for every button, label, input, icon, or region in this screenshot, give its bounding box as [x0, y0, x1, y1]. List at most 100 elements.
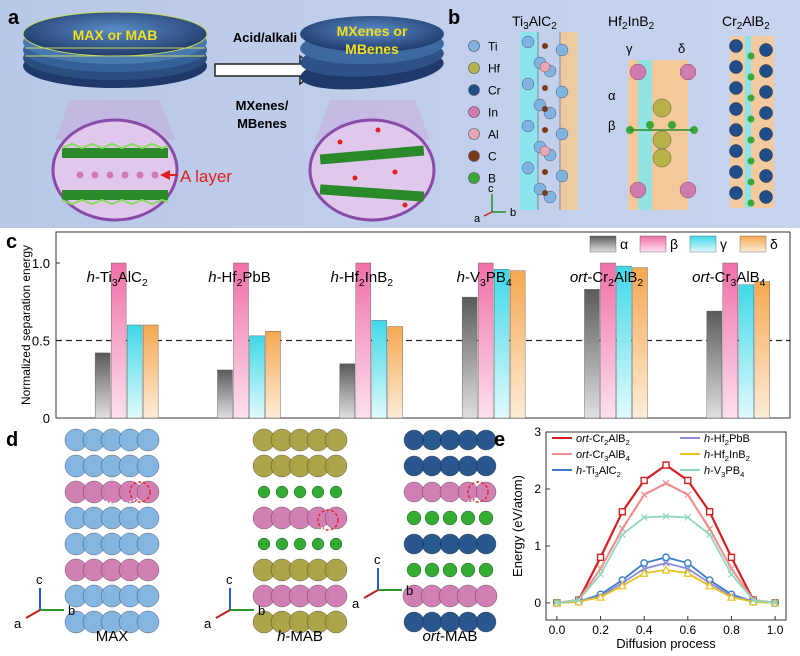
atom-sphere — [324, 428, 348, 452]
atom-sphere — [457, 455, 479, 477]
panel-c-letter: c — [6, 231, 17, 253]
legend-label-c: C — [488, 150, 497, 164]
data-point — [597, 570, 604, 578]
atom-sphere — [324, 558, 348, 582]
atom-c — [542, 85, 548, 91]
legend-label-b: B — [488, 172, 496, 186]
atom-sphere — [439, 429, 461, 451]
data-point — [662, 553, 670, 562]
atom-cr — [729, 144, 743, 158]
x-tick-label: 0.4 — [636, 623, 653, 637]
atom-sphere — [329, 537, 343, 551]
atom-sphere — [439, 481, 461, 503]
atom-sphere — [136, 454, 160, 478]
data-point — [618, 508, 627, 516]
atom-cr — [729, 165, 743, 179]
structure-label-hf2inb2: Hf2InB2 — [608, 13, 655, 32]
y-tick-label: 0.5 — [32, 334, 50, 349]
atom-ti — [521, 119, 535, 133]
atom-in — [629, 181, 647, 199]
mxene-flakes-illustration — [300, 16, 444, 90]
label-beta: β — [608, 118, 615, 133]
mxenes-label-line2: MBenes — [345, 41, 399, 57]
atom-cr — [759, 85, 773, 99]
atom-b — [747, 94, 755, 102]
axis-a — [215, 609, 231, 619]
atom-sphere — [475, 455, 497, 477]
axes-ti3alc2 — [483, 194, 506, 217]
data-point — [684, 491, 692, 499]
structure-type-label: MAX — [96, 628, 129, 645]
data-point — [639, 568, 649, 577]
atom-sphere — [439, 455, 461, 477]
bar-gamma — [249, 335, 265, 419]
atom-b — [747, 178, 755, 186]
atom-sphere — [136, 610, 160, 634]
label-delta: δ — [678, 41, 685, 56]
data-point — [683, 559, 692, 567]
atom-sphere — [421, 533, 443, 555]
legend-atom-b — [468, 172, 480, 184]
atom-sphere — [136, 558, 160, 582]
bar-delta — [265, 331, 281, 419]
bar-beta — [600, 262, 616, 419]
atom-cr — [729, 102, 743, 116]
bar-beta — [355, 262, 372, 419]
atom-sphere — [324, 610, 348, 634]
hf2inb2-atoms — [626, 63, 698, 199]
data-point — [617, 581, 627, 590]
axis-label-c: c — [488, 183, 494, 195]
atom-cr — [759, 64, 773, 78]
cr2alb2-atoms — [729, 39, 773, 207]
y-axis-label: Energy (eV/atom) — [510, 475, 525, 577]
atom-sphere — [475, 429, 497, 451]
panel-d-letter: d — [6, 429, 18, 451]
atom-in — [679, 63, 697, 81]
atom-sphere — [442, 510, 458, 526]
atom-sphere — [136, 480, 160, 504]
legend-label: h-Ti3AlC2 — [576, 465, 621, 479]
category-label: h-Hf2PbB — [208, 269, 271, 289]
mxenes-mbenes-line1: MXenes/ — [236, 98, 289, 113]
atom-sphere — [478, 562, 494, 578]
a-layer-arrowhead — [160, 170, 170, 180]
atom-sphere — [406, 562, 422, 578]
bar-alpha — [461, 296, 478, 419]
x-tick-label: 0.0 — [549, 623, 566, 637]
data-point — [662, 461, 670, 469]
structure-type-label: ort-MAB — [422, 628, 477, 645]
atom-b — [747, 199, 755, 207]
atom-sphere — [324, 506, 348, 530]
atom-ti — [521, 35, 535, 49]
bar-alpha — [706, 310, 723, 419]
mxenes-mbenes-line2: MBenes — [237, 116, 287, 131]
atom-cr — [729, 39, 743, 53]
legend-atom-ti — [468, 40, 480, 52]
x-tick-label: 1.0 — [767, 623, 784, 637]
bar-gamma — [738, 284, 755, 419]
panel-a-letter: a — [8, 7, 20, 29]
atom-sphere — [136, 506, 160, 530]
axis-label-c: c — [36, 572, 43, 587]
data-point — [749, 596, 757, 604]
data-point — [728, 570, 735, 578]
bar-gamma — [371, 320, 388, 419]
bar-gamma — [126, 324, 143, 419]
a-layer-label: A layer — [180, 167, 232, 186]
bar-delta — [632, 267, 648, 419]
bar-delta — [754, 281, 771, 419]
acid-alkali-label: Acid/alkali — [233, 30, 297, 45]
atom-ti — [555, 127, 569, 141]
atom-hf — [652, 130, 672, 150]
mxene-magnified-lens — [308, 100, 436, 222]
atom-cr — [729, 81, 743, 95]
legend-label: β — [670, 236, 678, 252]
bar-alpha — [339, 363, 356, 419]
y-axis-label: Normalized separation energy — [19, 245, 33, 405]
legend-label: γ — [720, 236, 727, 252]
atom-sphere — [439, 533, 461, 555]
atom-b — [747, 73, 755, 81]
atom-cr — [729, 123, 743, 137]
